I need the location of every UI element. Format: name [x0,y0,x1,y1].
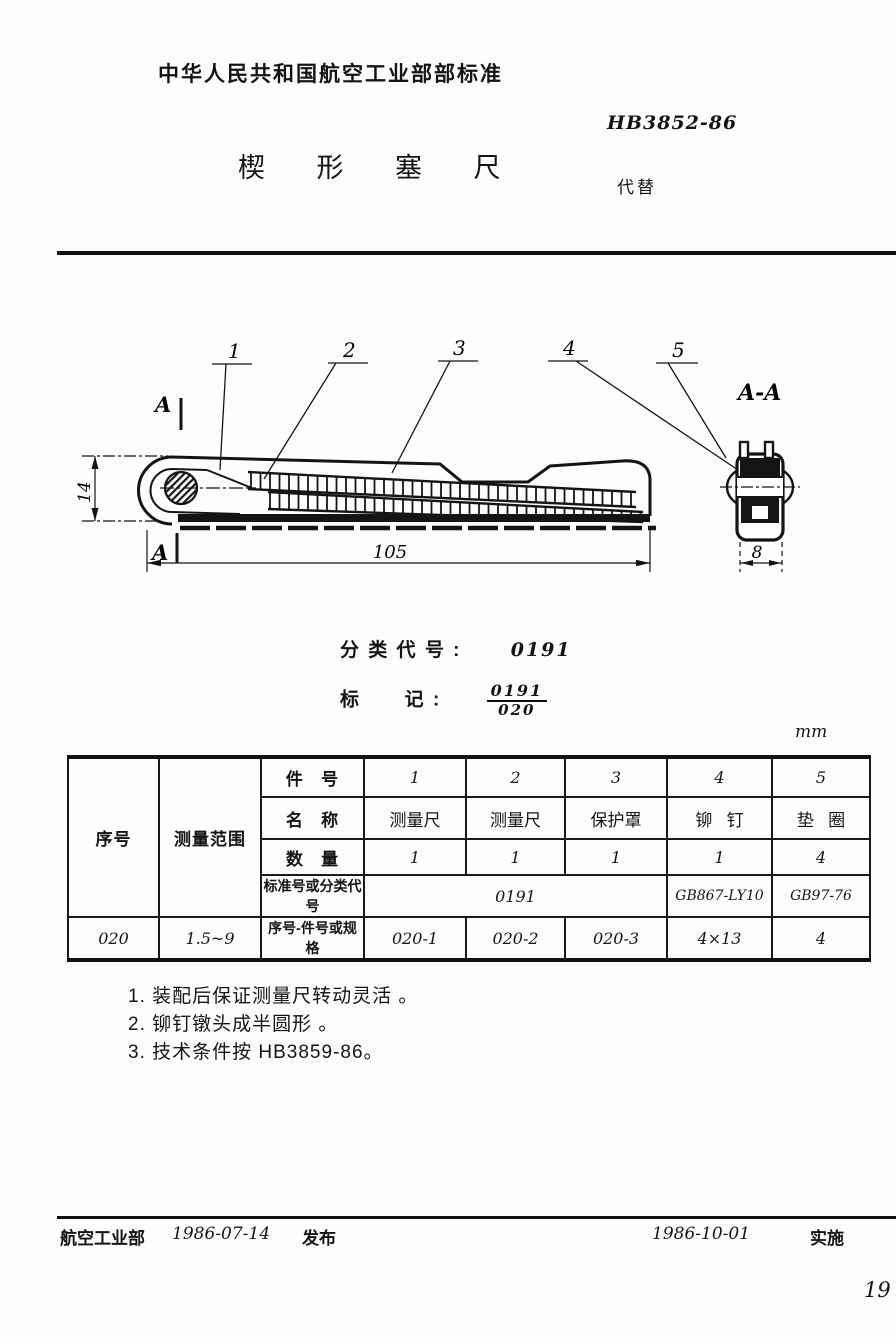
standard-org-title: 中华人民共和国航空工业部部标准 [158,63,503,86]
cell-qty-3: 1 [564,838,668,876]
classification-code-value: 0191 [510,639,572,661]
dim-height-label: 14 [75,481,95,503]
cell-qty-5: 4 [771,838,871,876]
table-row-part-no: 序号 测量范围 件 号 1 2 3 4 5 [67,756,871,918]
footer-org: 航空工业部 [60,1229,145,1248]
dimension-length [146,526,651,572]
cell-spec-4: 4×13 [666,916,773,961]
cell-spec-3: 020-3 [564,916,668,961]
dimension-width [739,542,783,572]
section-label: A-A [736,380,781,406]
table-row-std-code: 标准号或分类代号 0191 GB867-LY10 GB97-76 [68,874,871,918]
upper-blade-ticks [248,472,636,507]
cell-name-3: 保护罩 [564,796,668,840]
classification-code-row: 分 类 代 号 : 0191 [340,635,572,662]
cell-serial-value: 020 [67,916,160,961]
marking-row: 标 记 : 0191 020 [340,682,548,719]
header-spec: 序号-件号或规格 [260,916,365,961]
header-std-code: 标准号或分类代号 [260,874,365,918]
header-serial: 序号 [67,756,160,918]
cell-name-2: 测量尺 [465,796,566,840]
cell-qty-1: 1 [363,838,467,876]
marking-label: 标 记 : [340,689,442,711]
callout-3: 3 [453,336,466,360]
callout-5: 5 [672,338,685,362]
header-part-no: 件 号 [260,756,365,798]
section-view [720,440,800,542]
dimension-height [82,455,168,522]
footer-issue-label: 发布 [302,1229,336,1248]
cut-mark-top: A [153,392,171,417]
page-number: 19 [864,1278,891,1302]
cell-qty-2: 1 [465,838,566,876]
footer-impl-label: 实施 [810,1229,844,1248]
cell-spec-1: 020-1 [363,916,467,961]
cell-part-no-1: 1 [363,756,467,798]
unit-label: mm [795,722,828,742]
document-title: 楔 形 塞 尺 [238,153,523,183]
cell-name-1: 测量尺 [363,796,467,840]
marking-fraction: 0191 020 [486,682,548,719]
callout-2: 2 [342,338,356,362]
cell-part-no-3: 3 [564,756,668,798]
parts-table: 序号 测量范围 件 号 1 2 3 4 5 名 称 测量尺 测量尺 保护罩 铆 … [67,755,871,962]
footer-impl-date: 1986-10-01 [652,1224,751,1244]
callout-4: 4 [562,336,576,360]
table-row-spec: 020 1.5~9 序号-件号或规格 020-1 020-2 020-3 4×1… [67,916,871,961]
header-divider [57,251,896,255]
cell-std-code-4: GB867-LY10 [666,874,773,918]
footer-divider [57,1216,896,1219]
cut-mark-bottom: A [150,540,168,565]
classification-code-label: 分 类 代 号 : [340,640,462,661]
technical-drawing: 1 2 3 4 5 A-A A A [75,336,800,572]
dim-width-label: 8 [752,543,763,563]
cell-std-code-123: 0191 [363,874,668,918]
footer-issue-date: 1986-07-14 [172,1224,271,1244]
replaces-label: 代替 [617,178,657,197]
header-name: 名 称 [260,796,365,840]
cell-spec-2: 020-2 [465,916,566,961]
notes-block: 1. 装配后保证测量尺转动灵活 。 2. 铆钉镦头成半圆形 。 3. 技术条件按… [128,983,418,1067]
standard-number: HB3852-86 [607,112,738,134]
header-qty: 数 量 [260,838,365,876]
note-3: 3. 技术条件按 HB3859-86。 [128,1042,384,1063]
dim-length-label: 105 [373,542,407,563]
cell-std-code-5: GB97-76 [771,874,871,918]
cell-range-value: 1.5~9 [158,916,262,961]
header-range: 测量范围 [158,756,262,918]
note-1: 1. 装配后保证测量尺转动灵活 。 [128,986,419,1007]
cell-qty-4: 1 [666,838,773,876]
cell-name-4: 铆 钉 [666,796,773,840]
main-view [137,455,656,531]
marking-numerator: 0191 [486,682,548,702]
cell-part-no-4: 4 [666,756,773,798]
note-2: 2. 铆钉镦头成半圆形 。 [128,1014,339,1035]
cell-name-5: 垫 圈 [771,796,871,840]
table-row-qty: 数 量 1 1 1 1 4 [68,838,871,876]
marking-denominator: 020 [498,701,536,719]
cell-part-no-5: 5 [771,756,871,798]
cell-part-no-2: 2 [465,756,566,798]
table-row-name: 名 称 测量尺 测量尺 保护罩 铆 钉 垫 圈 [68,796,871,840]
cell-spec-5: 4 [771,916,871,961]
callout-1: 1 [228,339,241,363]
